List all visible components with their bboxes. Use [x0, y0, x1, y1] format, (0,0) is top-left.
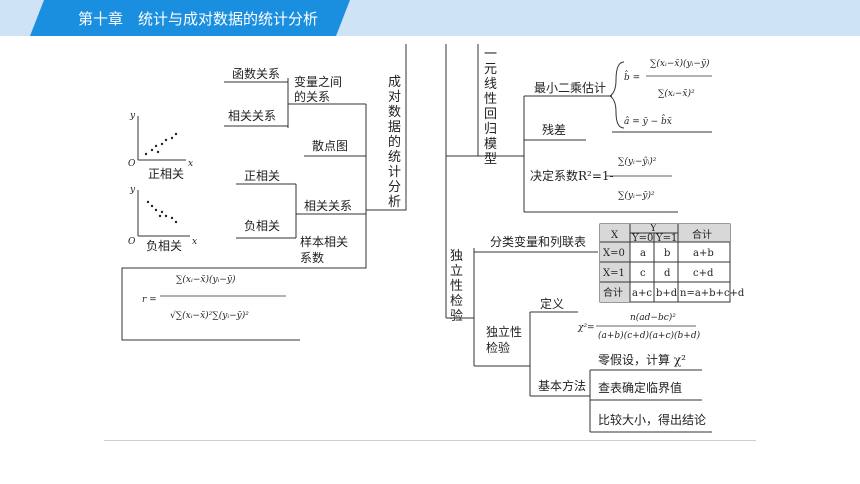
svg-text:r =: r =	[142, 295, 157, 305]
svg-text:模: 模	[484, 137, 497, 152]
var-relation-label-2: 的关系	[294, 89, 330, 104]
svg-text:立: 立	[450, 264, 463, 279]
svg-text:回: 回	[484, 107, 497, 122]
step-2: 查表确定临界值	[598, 380, 682, 395]
sample-corr-formula: r = ∑(xᵢ−x̄)(yᵢ−ȳ) √∑(xᵢ−x̄)²∑(yᵢ−ȳ)²	[142, 274, 286, 321]
svg-text:∑(xᵢ−x̄)(yᵢ−ȳ): ∑(xᵢ−x̄)(yᵢ−ȳ)	[650, 58, 710, 69]
svg-text:d: d	[664, 268, 671, 279]
svg-text:a+c: a+c	[632, 288, 652, 299]
positive-label: 正相关	[244, 169, 280, 183]
svg-text:成: 成	[388, 75, 401, 90]
independence-test-label-2: 检验	[486, 340, 510, 355]
contingency-label: 分类变量和列联表	[490, 234, 586, 249]
svg-text:Y: Y	[649, 223, 657, 234]
svg-text:(a+b)(c+d)(a+c)(b+d): (a+b)(c+d)(a+c)(b+d)	[598, 330, 701, 341]
regression-label: 一 元 线 性 回 归 模 型	[484, 47, 497, 167]
r-squared-formula: ∑(yᵢ−ŷᵢ)² ∑(yᵢ−ȳ)²	[606, 156, 672, 201]
svg-text:X=0: X=0	[603, 248, 625, 259]
least-squares-label: 最小二乘估计	[534, 81, 606, 95]
least-squares-formula: b̂ = ∑(xᵢ−x̄)(yᵢ−ȳ) ∑(xᵢ−x̄)² â = ȳ − b̂…	[609, 58, 712, 133]
footer-divider	[104, 440, 756, 441]
svg-text:Y=1: Y=1	[655, 233, 677, 244]
independence-test-label: 独立性	[486, 324, 522, 339]
definition-label: 定义	[540, 296, 564, 311]
svg-text:性: 性	[450, 279, 463, 294]
svg-text:X: X	[611, 230, 619, 241]
svg-text:对: 对	[388, 90, 401, 105]
svg-text:计: 计	[388, 165, 401, 180]
svg-text:â = ȳ − b̂x̄: â = ȳ − b̂x̄	[624, 114, 672, 127]
svg-text:验: 验	[450, 308, 463, 324]
basic-method-label: 基本方法	[538, 378, 586, 393]
var-relation-label: 变量之间	[294, 74, 342, 89]
header-tab	[30, 0, 350, 36]
svg-text:c+d: c+d	[693, 268, 714, 279]
svg-text:检: 检	[450, 294, 463, 309]
svg-text:n(ad−bc)²: n(ad−bc)²	[630, 312, 676, 323]
contingency-table: X Y Y=0 Y=1 合计 X=0 a b a+b X=1 c d c+d 合…	[599, 223, 745, 303]
svg-text:y: y	[129, 111, 136, 121]
svg-text:a: a	[640, 248, 646, 259]
svg-text:c: c	[640, 268, 646, 279]
svg-text:a+b: a+b	[693, 248, 714, 259]
positive-scatter-plot: y x O 正相关	[128, 111, 193, 181]
svg-text:∑(yᵢ−ŷᵢ)²: ∑(yᵢ−ŷᵢ)²	[618, 156, 657, 167]
chi-square-formula: χ²= n(ad−bc)² (a+b)(c+d)(a+c)(b+d)	[577, 312, 701, 341]
header-bar: 第十章 统计与成对数据的统计分析	[0, 0, 860, 36]
svg-text:∑(yᵢ−ȳ)²: ∑(yᵢ−ȳ)²	[618, 190, 655, 201]
svg-text:x: x	[192, 237, 197, 247]
svg-text:独: 独	[450, 249, 463, 264]
determination-label: 决定系数R²=1-	[530, 168, 614, 183]
svg-text:负相关: 负相关	[146, 239, 182, 253]
corr-relation-label: 相关关系	[228, 109, 276, 123]
svg-text:合计: 合计	[603, 286, 623, 299]
svg-text:√∑(xᵢ−x̄)²∑(yᵢ−ȳ)²: √∑(xᵢ−x̄)²∑(yᵢ−ȳ)²	[170, 310, 249, 321]
svg-text:据: 据	[388, 120, 401, 135]
func-relation-label: 函数关系	[232, 66, 280, 81]
svg-text:性: 性	[484, 92, 497, 107]
svg-text:O: O	[128, 237, 136, 247]
svg-text:元: 元	[484, 62, 497, 77]
svg-text:型: 型	[484, 152, 497, 167]
svg-text:x: x	[188, 159, 193, 169]
sample-corr-label: 样本相关	[300, 234, 348, 249]
svg-text:n=a+b+c+d: n=a+b+c+d	[680, 288, 745, 299]
residual-label: 残差	[542, 123, 566, 137]
svg-text:分: 分	[388, 180, 401, 195]
svg-text:b+d: b+d	[656, 288, 678, 299]
chapter-title: 第十章 统计与成对数据的统计分析	[78, 10, 319, 28]
corr-relation-2-label: 相关关系	[304, 199, 352, 213]
independence-label: 独 立 性 检 验	[450, 249, 463, 324]
svg-text:Y=0: Y=0	[631, 233, 653, 244]
svg-text:X=1: X=1	[603, 268, 625, 279]
svg-text:线: 线	[484, 77, 497, 92]
sample-corr-label-2: 系数	[300, 250, 324, 265]
root-bracket-left	[366, 44, 407, 211]
svg-text:b̂ =: b̂ =	[624, 70, 640, 83]
svg-text:统: 统	[388, 150, 401, 165]
svg-text:b: b	[664, 248, 670, 259]
negative-label: 负相关	[244, 219, 280, 233]
step-1: 零假设，计算 χ²	[598, 352, 686, 367]
svg-text:∑(xᵢ−x̄)(yᵢ−ȳ): ∑(xᵢ−x̄)(yᵢ−ȳ)	[176, 274, 236, 285]
svg-text:归: 归	[484, 122, 497, 137]
svg-text:数: 数	[388, 105, 401, 120]
scatter-label: 散点图	[312, 138, 348, 153]
step-3: 比较大小，得出结论	[598, 412, 706, 427]
svg-text:y: y	[129, 185, 136, 195]
negative-scatter-plot: y x O 负相关	[128, 185, 197, 253]
svg-text:χ²=: χ²=	[577, 323, 595, 333]
svg-text:正相关: 正相关	[148, 167, 184, 181]
svg-text:O: O	[128, 159, 136, 169]
svg-text:∑(xᵢ−x̄)²: ∑(xᵢ−x̄)²	[658, 88, 695, 99]
svg-text:一: 一	[484, 47, 497, 62]
svg-text:的: 的	[388, 134, 401, 150]
root-label: 成 对 数 据 的 统 计 分 析	[388, 75, 401, 210]
svg-text:析: 析	[388, 195, 401, 210]
svg-text:合计: 合计	[692, 228, 712, 241]
